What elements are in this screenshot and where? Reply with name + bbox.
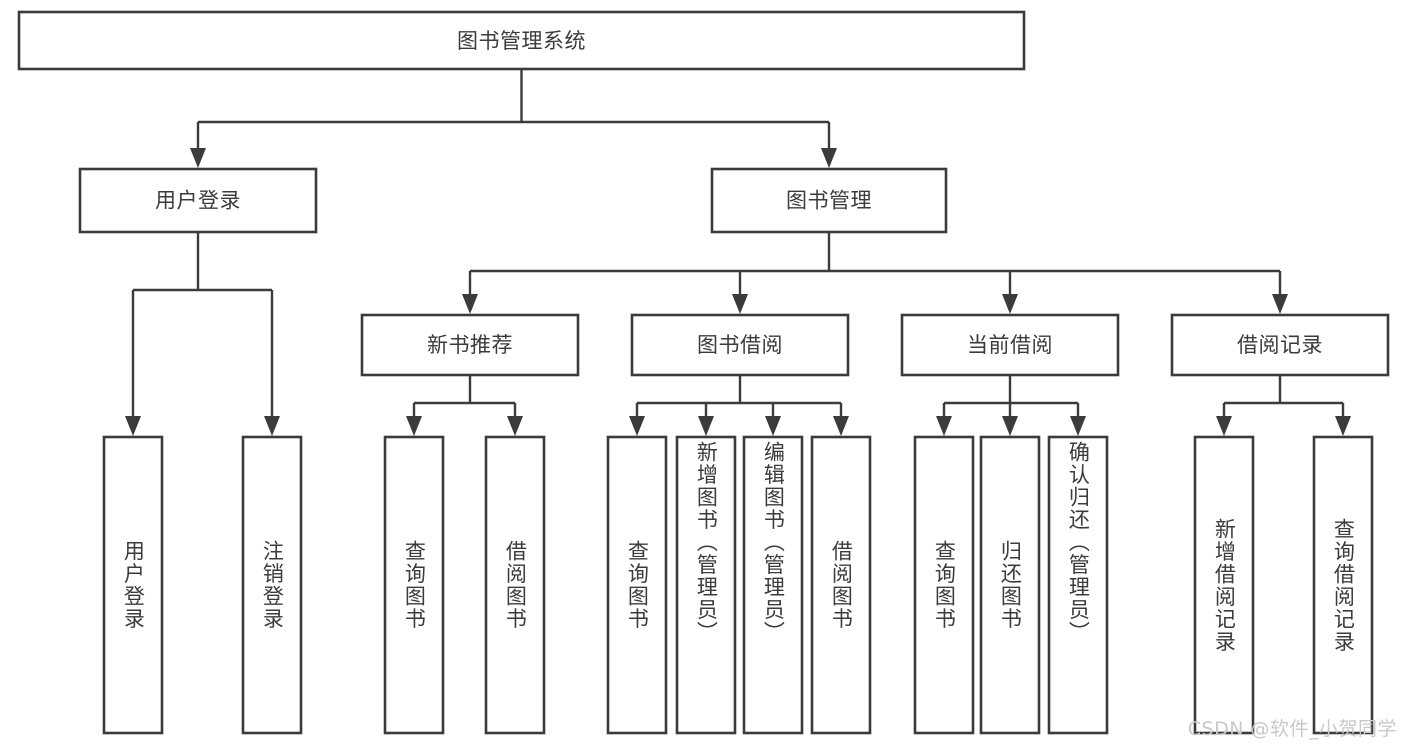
arrow-head-book-borrow <box>732 294 748 314</box>
arrow-head-leaf-query-book-recommend <box>406 416 422 436</box>
leaf-query-book-recommend-box[interactable] <box>383 435 445 735</box>
leaf-query-book-borrow-box[interactable] <box>606 435 668 735</box>
node-borrow-record[interactable]: 借阅记录 <box>1170 313 1390 377</box>
node-user-login[interactable]: 用户登录 <box>78 167 318 234</box>
arrow-head-leaf-return-book <box>1002 416 1018 436</box>
leaf-user-login-box[interactable] <box>102 435 164 735</box>
arrow-head-leaf-query-book-current <box>936 416 952 436</box>
arrow-head-leaf-borrow-book-recommend <box>507 416 523 436</box>
arrow-head-leaf-query-book-borrow <box>629 416 645 436</box>
arrow-head-leaf-add-borrow-record <box>1216 416 1232 436</box>
arrow-head-new-book-recommend <box>462 294 478 314</box>
leaf-query-borrow-record-box[interactable] <box>1312 435 1374 735</box>
node-borrow-record-label: 借阅记录 <box>1237 333 1323 357</box>
leaf-box-group <box>102 435 1374 735</box>
arrow-head-user-login <box>190 148 206 168</box>
node-current-borrow-label: 当前借阅 <box>967 333 1053 357</box>
node-new-book-recommend-label: 新书推荐 <box>427 333 513 357</box>
node-user-login-label: 用户登录 <box>155 189 241 213</box>
leaf-add-book-admin-box[interactable] <box>675 435 737 735</box>
arrow-head-leaf-user-login <box>125 416 141 436</box>
node-root-label: 图书管理系统 <box>457 29 586 53</box>
arrow-head-leaf-add-book-admin <box>698 416 714 436</box>
leaf-return-book-box[interactable] <box>979 435 1041 735</box>
node-new-book-recommend-box[interactable] <box>360 313 580 377</box>
connector-group <box>125 69 1351 436</box>
leaf-query-book-current-box[interactable] <box>913 435 975 735</box>
arrow-head-leaf-query-borrow-record <box>1335 416 1351 436</box>
node-current-borrow[interactable]: 当前借阅 <box>900 313 1120 377</box>
node-book-management[interactable]: 图书管理 <box>710 167 948 234</box>
node-book-borrow-label: 图书借阅 <box>697 333 783 357</box>
leaf-confirm-return-admin-box[interactable] <box>1047 435 1109 735</box>
leaf-edit-book-admin-box[interactable] <box>742 435 804 735</box>
leaf-borrow-book-recommend-box[interactable] <box>484 435 546 735</box>
node-book-borrow-box[interactable] <box>630 313 850 377</box>
arrow-head-borrow-record <box>1272 294 1288 314</box>
arrow-head-leaf-edit-book-admin <box>765 416 781 436</box>
node-root-box[interactable] <box>17 10 1026 71</box>
node-book-management-box[interactable] <box>710 167 948 234</box>
node-user-login-box[interactable] <box>78 167 318 234</box>
node-root[interactable]: 图书管理系统 <box>17 10 1026 71</box>
watermark: CSDN @软件_小贺同学 <box>1187 718 1397 740</box>
node-new-book-recommend[interactable]: 新书推荐 <box>360 313 580 377</box>
arrow-head-leaf-logout-login <box>264 416 280 436</box>
arrow-head-book-management <box>821 148 837 168</box>
node-borrow-record-box[interactable] <box>1170 313 1390 377</box>
leaf-add-borrow-record-box[interactable] <box>1193 435 1255 735</box>
node-current-borrow-box[interactable] <box>900 313 1120 377</box>
node-book-management-label: 图书管理 <box>786 189 872 213</box>
leaf-logout-login-box[interactable] <box>241 435 303 735</box>
arrow-head-leaf-confirm-return-admin <box>1070 416 1086 436</box>
node-book-borrow[interactable]: 图书借阅 <box>630 313 850 377</box>
arrow-head-current-borrow <box>1002 294 1018 314</box>
arrow-head-leaf-borrow-book <box>833 416 849 436</box>
leaf-borrow-book-box[interactable] <box>810 435 872 735</box>
